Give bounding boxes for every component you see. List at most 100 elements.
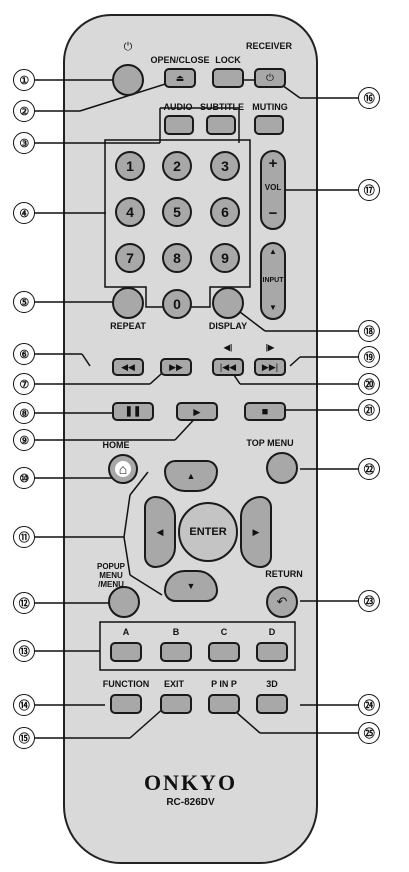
callout-11: ⑪ [13, 526, 35, 548]
number-button-9[interactable]: 9 [210, 243, 240, 273]
open-close-label: OPEN/CLOSE [150, 55, 210, 65]
top-menu-label: TOP MENU [246, 438, 294, 448]
nav-up-button[interactable]: ▲ [164, 460, 218, 492]
return-label: RETURN [265, 569, 303, 579]
callout-18: ⑱ [358, 320, 380, 342]
repeat-button[interactable] [112, 287, 144, 319]
top-menu-button[interactable] [266, 452, 298, 484]
callout-13: ⑬ [13, 640, 35, 662]
lock-label: LOCK [215, 55, 241, 65]
muting-button[interactable] [254, 115, 284, 135]
callout-15: ⑮ [13, 727, 35, 749]
display-label: DISPLAY [208, 321, 248, 331]
play-button[interactable]: ► [176, 402, 218, 421]
nav-down-button[interactable]: ▼ [164, 570, 218, 602]
pinp-label: P IN P [211, 679, 237, 689]
function-label: FUNCTION [102, 679, 150, 689]
callout-14: ⑭ [13, 694, 35, 716]
vol-label: VOL [264, 183, 282, 192]
input-up-arrow-icon: ▲ [269, 247, 277, 256]
color-c-label: C [220, 627, 228, 637]
vol-minus-label: − [268, 205, 278, 222]
stop-button[interactable]: ■ [244, 402, 286, 421]
display-button[interactable] [212, 287, 244, 319]
repeat-label: REPEAT [110, 321, 146, 331]
exit-button[interactable] [160, 694, 192, 714]
callout-4: ④ [13, 202, 35, 224]
rewind-button[interactable]: ◀◀ [112, 358, 144, 376]
step-forward-icon: |▶ [265, 343, 275, 352]
callout-22: ㉒ [358, 458, 380, 480]
color-d-button[interactable] [256, 642, 288, 662]
three-d-button[interactable] [256, 694, 288, 714]
arrow-down-icon: ▼ [186, 581, 196, 591]
number-button-3[interactable]: 3 [210, 151, 240, 181]
nav-left-button[interactable]: ◀ [144, 496, 176, 568]
callout-10: ⑩ [13, 467, 35, 489]
callout-19: ⑲ [358, 346, 380, 368]
callout-17: ⑰ [358, 179, 380, 201]
skip-back-icon: |◀◀ [219, 361, 237, 372]
number-button-0[interactable]: 0 [162, 289, 192, 319]
fast-forward-icon: ▶▶ [169, 361, 183, 372]
three-d-label: 3D [266, 679, 278, 689]
color-a-button[interactable] [110, 642, 142, 662]
return-button[interactable]: ↶ [266, 586, 298, 618]
subtitle-button[interactable] [206, 115, 236, 135]
skip-back-button[interactable]: |◀◀ [212, 358, 244, 376]
number-button-5[interactable]: 5 [162, 197, 192, 227]
skip-forward-button[interactable]: ▶▶| [254, 358, 286, 376]
callout-12: ⑫ [13, 592, 35, 614]
callout-20: ⑳ [358, 373, 380, 395]
power-icon: ⏻ [266, 72, 274, 84]
lock-button[interactable] [212, 68, 244, 88]
input-down-arrow-icon: ▼ [269, 303, 277, 312]
popup-menu-label: POPUP MENU /MENU [96, 562, 125, 589]
function-button[interactable] [110, 694, 142, 714]
arrow-right-icon: ▶ [252, 526, 260, 537]
number-button-2[interactable]: 2 [162, 151, 192, 181]
receiver-power-button[interactable]: ⏻ [254, 68, 286, 88]
callout-7: ⑦ [13, 373, 35, 395]
step-back-icon: ◀| [223, 343, 233, 352]
return-icon: ↶ [276, 594, 288, 609]
open-close-button[interactable]: ⏏ [164, 68, 196, 88]
audio-button[interactable] [164, 115, 194, 135]
popup-menu-button[interactable] [108, 586, 140, 618]
power-button[interactable] [112, 64, 144, 96]
pause-button[interactable]: ❚❚ [112, 402, 154, 421]
callout-2: ② [13, 100, 35, 122]
color-b-button[interactable] [160, 642, 192, 662]
number-button-8[interactable]: 8 [162, 243, 192, 273]
rewind-icon: ◀◀ [121, 361, 135, 372]
home-button[interactable]: ⌂ [108, 454, 138, 484]
arrow-left-icon: ◀ [156, 526, 164, 537]
number-button-7[interactable]: 7 [115, 243, 145, 273]
callout-23: ㉓ [358, 590, 380, 612]
home-icon: ⌂ [115, 461, 131, 477]
number-button-4[interactable]: 4 [115, 197, 145, 227]
power-icon: ⏻ [123, 40, 133, 53]
number-button-1[interactable]: 1 [115, 151, 145, 181]
skip-forward-icon: ▶▶| [261, 361, 279, 372]
volume-rocker[interactable] [260, 150, 286, 230]
nav-right-button[interactable]: ▶ [240, 496, 272, 568]
callout-21: ㉑ [358, 399, 380, 421]
color-d-label: D [268, 627, 276, 637]
input-rocker[interactable] [260, 242, 286, 320]
color-b-label: B [172, 627, 180, 637]
callout-24: ㉔ [358, 694, 380, 716]
callout-5: ⑤ [13, 291, 35, 313]
eject-icon: ⏏ [175, 72, 185, 83]
pinp-button[interactable] [208, 694, 240, 714]
pause-icon: ❚❚ [124, 406, 142, 417]
color-c-button[interactable] [208, 642, 240, 662]
enter-button[interactable] [178, 502, 238, 562]
input-label: INPUT [262, 277, 284, 284]
subtitle-label: SUBTITLE [200, 102, 244, 112]
muting-label: MUTING [252, 102, 288, 112]
number-button-6[interactable]: 6 [210, 197, 240, 227]
fast-forward-button[interactable]: ▶▶ [160, 358, 192, 376]
